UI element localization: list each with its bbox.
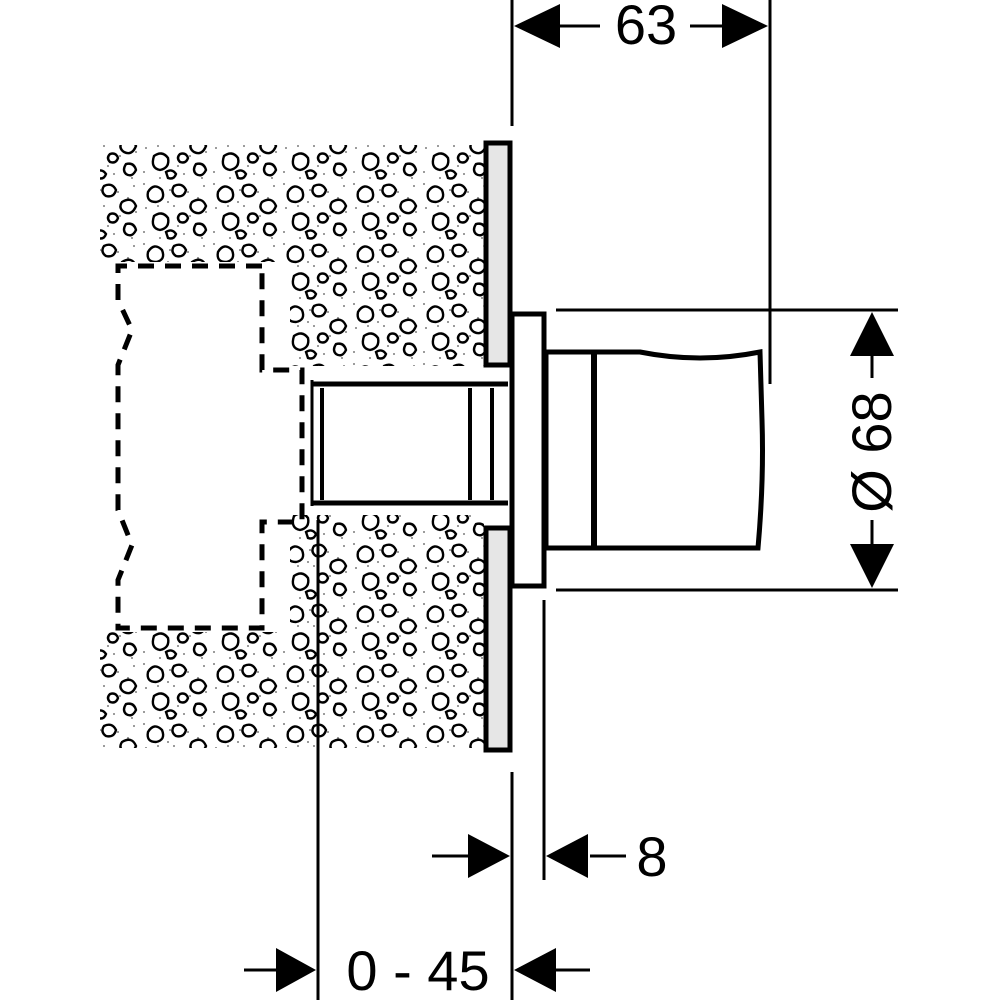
dimension-label-diameter: Ø 68 <box>840 391 903 512</box>
dimension-label-range: 0 - 45 <box>346 939 489 1000</box>
arrowhead <box>850 544 894 588</box>
dimension-overall-depth: 63 <box>514 0 768 56</box>
dimension-install-depth: 0 - 45 <box>244 939 590 1000</box>
concealed-valve-body <box>115 263 305 631</box>
dimension-label-63: 63 <box>615 0 677 56</box>
masonry-wall <box>100 145 484 748</box>
dimension-label-8: 8 <box>636 825 667 888</box>
extension-lines <box>316 0 898 1000</box>
arrowhead <box>276 948 316 992</box>
valve-handle <box>543 348 765 551</box>
arrowhead <box>546 834 588 878</box>
rosette <box>509 311 547 589</box>
dimension-rosette-thickness: 8 <box>432 825 668 888</box>
arrowhead <box>514 948 556 992</box>
extension-sleeve <box>310 380 508 506</box>
wall-lower <box>100 515 484 748</box>
arrowhead <box>722 4 768 48</box>
dimension-diameter: Ø 68 <box>840 312 903 588</box>
arrowhead <box>468 834 510 878</box>
wall-plate-upper <box>483 140 513 368</box>
arrowhead <box>514 4 560 48</box>
wall-plate-lower <box>483 525 513 753</box>
arrowhead <box>850 312 894 356</box>
wall-upper <box>100 145 484 366</box>
